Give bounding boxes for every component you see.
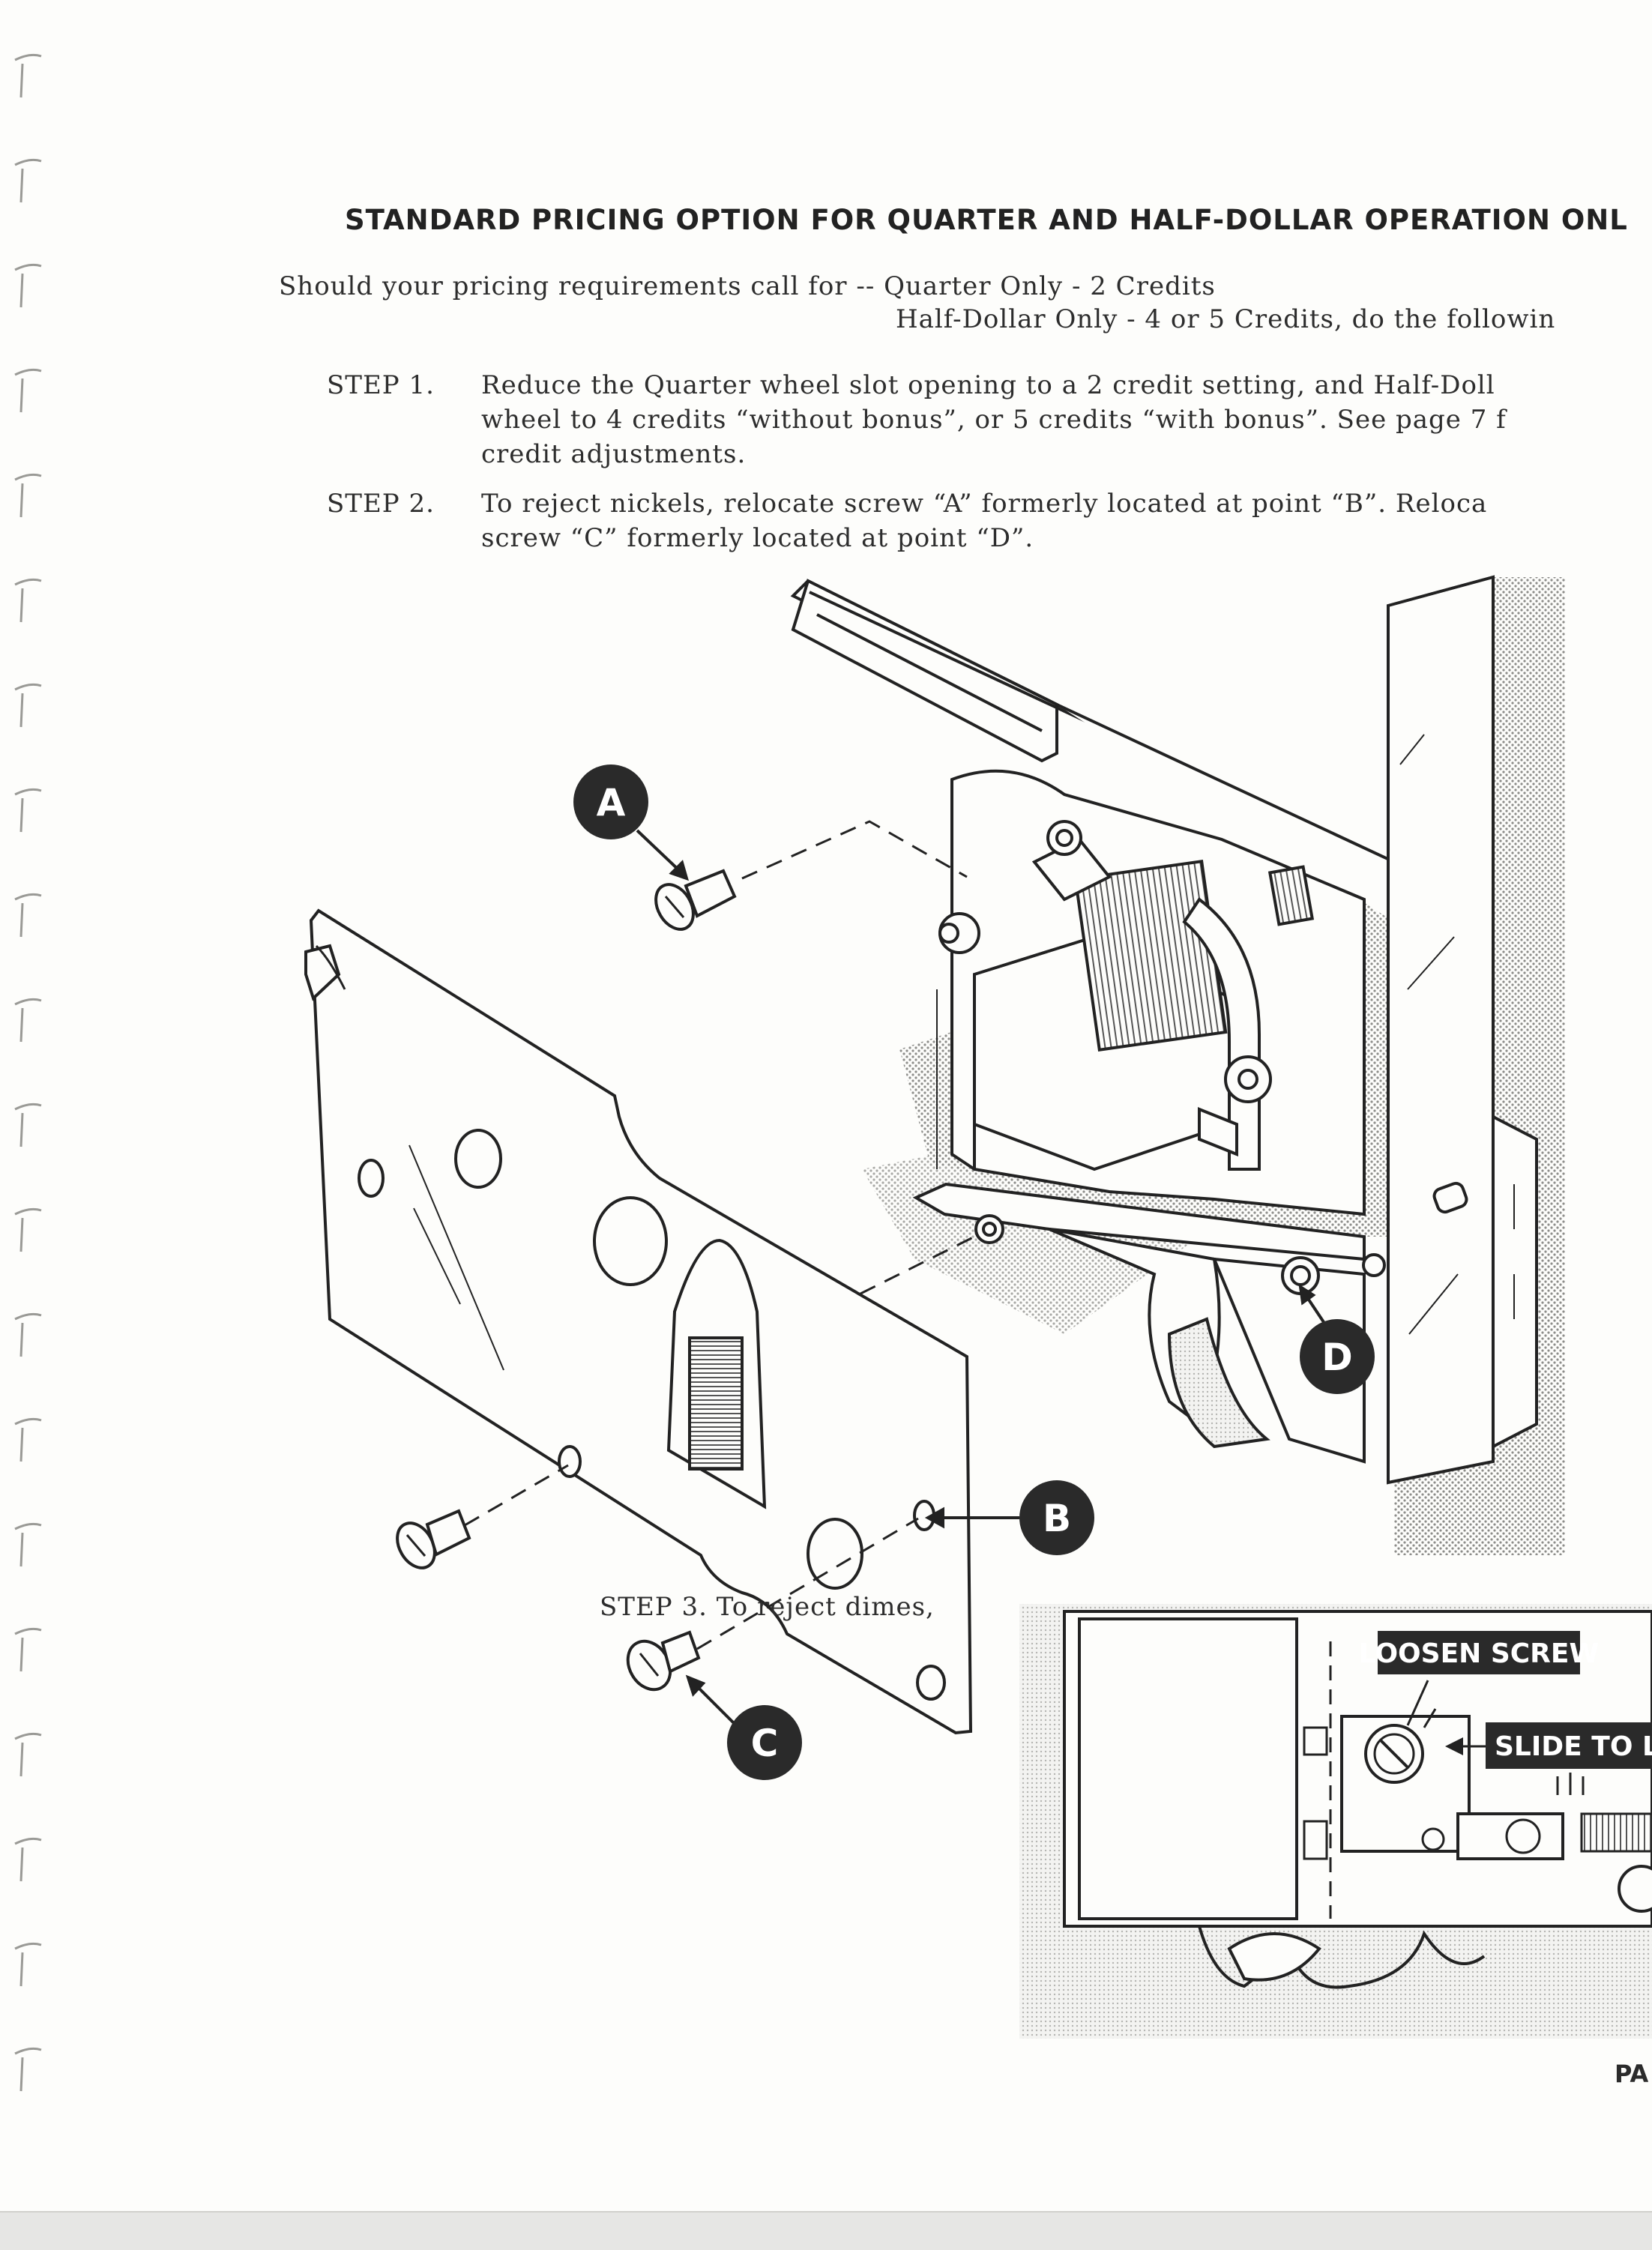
callout-d: D [1300, 1319, 1375, 1394]
step3-text: STEP 3. To reject dimes, [600, 1592, 935, 1622]
callout-c-label: C [751, 1722, 779, 1765]
svg-text:LOOSEN SCREW: LOOSEN SCREW [1359, 1638, 1599, 1669]
callout-b: B [1019, 1480, 1094, 1555]
callout-a-label: A [597, 781, 626, 824]
inset-slide-label: SLIDE TO LE [1486, 1722, 1652, 1769]
screw-b-left [396, 1509, 471, 1569]
step1-line-2: wheel to 4 credits “without bonus”, or 5… [481, 405, 1507, 435]
exploded-view-lines [464, 820, 975, 1650]
step2-line-1: To reject nickels, relocate screw “A” fo… [481, 489, 1488, 519]
intro-line-2: Half-Dollar Only - 4 or 5 Credits, do th… [896, 304, 1556, 334]
screw-a [654, 869, 737, 931]
screw-c [626, 1630, 701, 1692]
coin-mechanism [936, 769, 1366, 1216]
step2-line-2: screw “C” formerly located at point “D”. [481, 523, 1034, 553]
intro-line-1: Should your pricing requirements call fo… [279, 271, 1216, 301]
coin-rail [912, 1182, 1386, 1464]
step1-line-3: credit adjustments. [481, 439, 747, 469]
callout-arrows [636, 829, 1328, 1725]
spiral-binding [14, 53, 42, 2092]
cover-plate [304, 908, 973, 1735]
step2-label: STEP 2. [327, 489, 435, 519]
page-heading: STANDARD PRICING OPTION FOR QUARTER AND … [345, 204, 1628, 236]
step1-line-1: Reduce the Quarter wheel slot opening to… [481, 370, 1495, 400]
scan-bottom-edge [0, 2211, 1652, 2250]
callout-c: C [727, 1705, 802, 1780]
svg-text:SLIDE TO LE: SLIDE TO LE [1495, 1731, 1652, 1762]
glass-panel [1387, 575, 1495, 1485]
callout-b-label: B [1043, 1497, 1071, 1540]
inset-loosen-screw-label: LOOSEN SCREW [1359, 1631, 1599, 1674]
cabinet-top-panel [790, 579, 1396, 922]
coin-box [1432, 1114, 1538, 1450]
callout-a: A [573, 764, 648, 839]
page-number: PA [1615, 2060, 1649, 2088]
callout-d-label: D [1321, 1336, 1353, 1379]
step1-label: STEP 1. [327, 370, 435, 400]
